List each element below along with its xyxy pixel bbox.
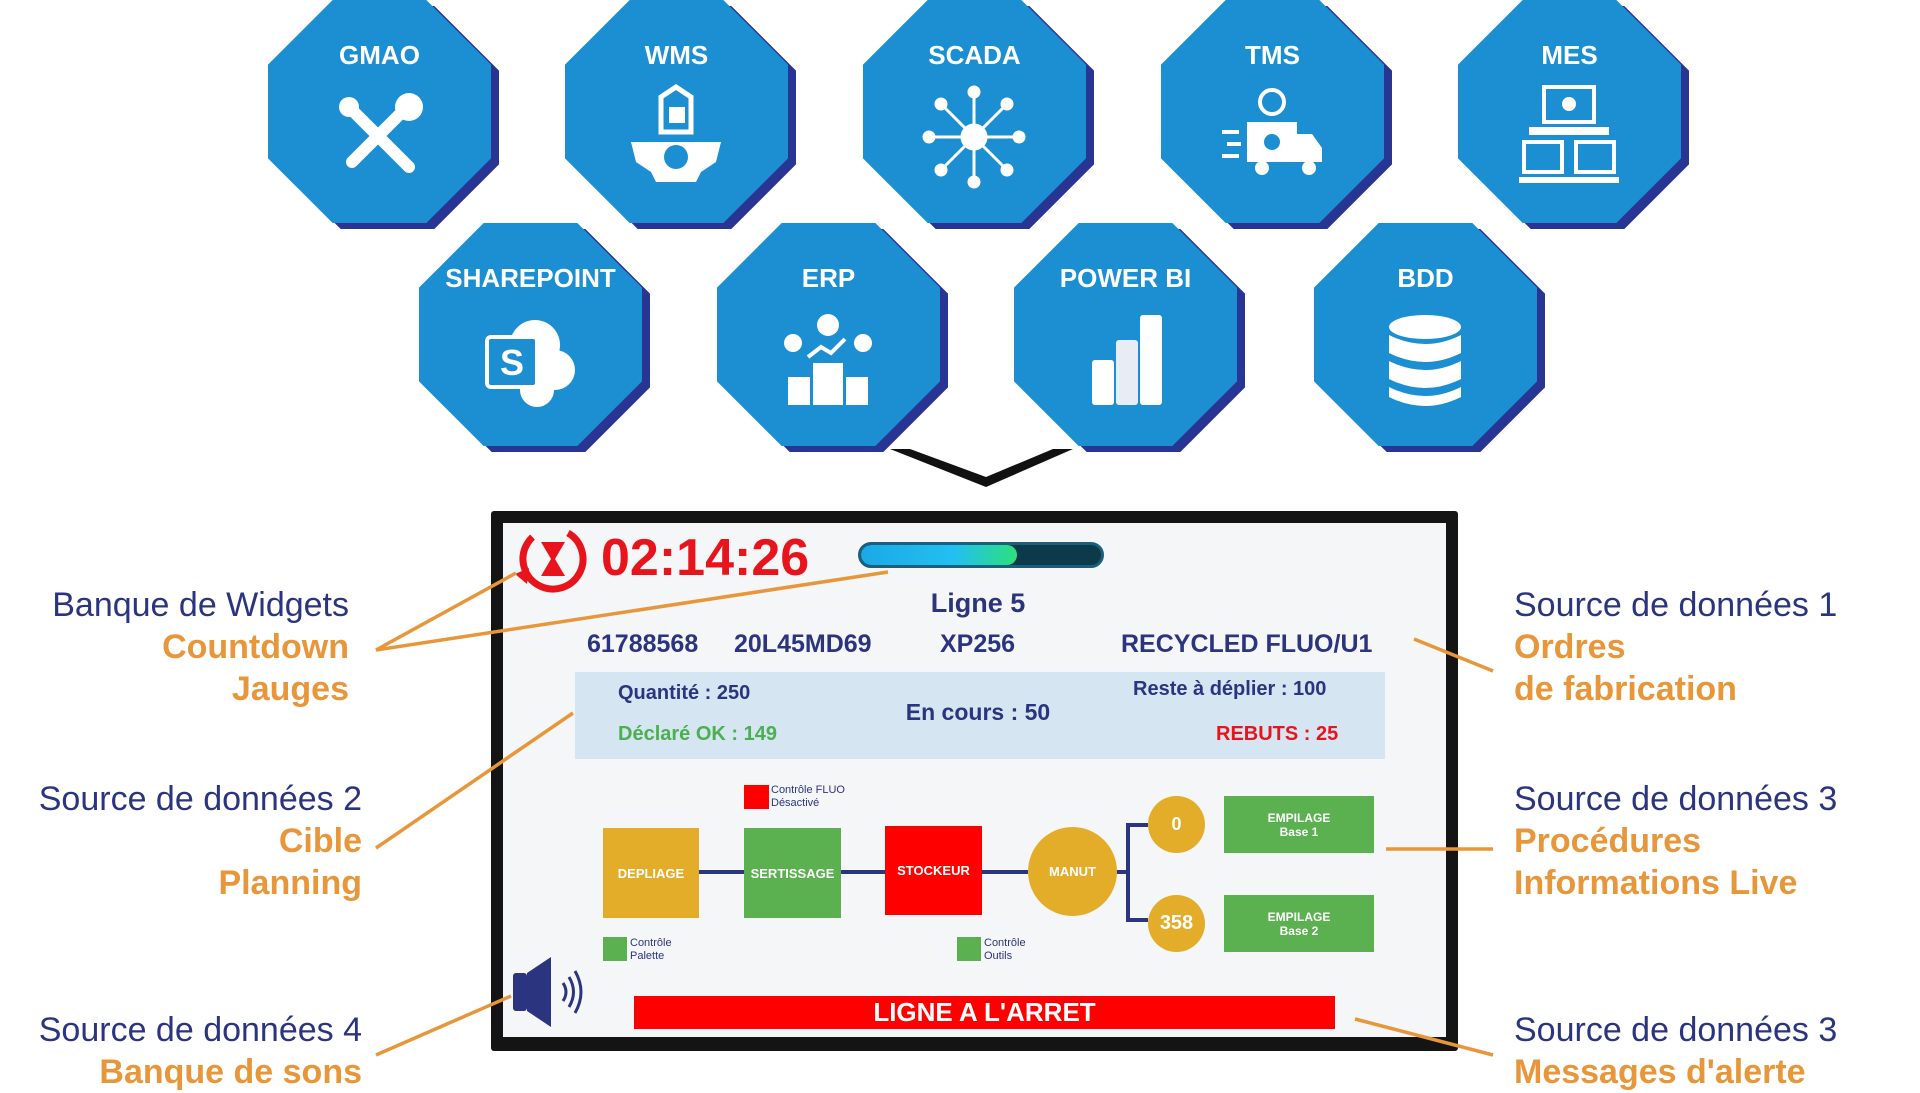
system-scada: SCADA	[863, 0, 1094, 229]
system-label: GMAO	[339, 40, 420, 70]
svg-text:S: S	[500, 342, 524, 383]
product-code: XP256	[940, 630, 1016, 658]
fluo-control-indicator	[744, 785, 769, 809]
batch-code: 20L45MD69	[734, 630, 872, 658]
octagon	[1458, 0, 1681, 223]
tools-icon	[339, 93, 423, 173]
factory-icon	[1519, 85, 1619, 183]
octagon	[1014, 223, 1237, 446]
system-wms: WMS	[565, 0, 796, 229]
system-powerbi: POWER BI	[1014, 223, 1245, 452]
truck-icon	[1222, 88, 1322, 175]
network-icon	[922, 85, 1026, 189]
system-bdd: BDD	[1314, 223, 1545, 452]
progress-gauge-fill	[861, 545, 1017, 565]
in-progress: En cours : 50	[905, 699, 1051, 725]
station-manut[interactable]: MANUT	[1028, 827, 1117, 916]
material-name: RECYCLED FLUO/U1	[1121, 630, 1373, 658]
scrap-count: REBUTS : 25	[1216, 723, 1339, 745]
system-erp: ERP	[717, 223, 948, 452]
octagon	[1161, 0, 1384, 223]
system-sharepoint: SHAREPOINT S	[419, 223, 650, 452]
remaining: Reste à déplier : 100	[1133, 678, 1327, 700]
system-mes: MES	[1458, 0, 1689, 229]
system-label: TMS	[1245, 40, 1300, 70]
speaker-icon[interactable]	[511, 955, 596, 1030]
quantity: Quantité : 250	[618, 682, 751, 704]
alert-banner: LIGNE A L'ARRET	[634, 996, 1335, 1029]
system-label: POWER BI	[1059, 263, 1192, 293]
system-label: WMS	[644, 40, 709, 70]
warehouse-gear-icon	[631, 83, 721, 182]
system-tms: TMS	[1161, 0, 1392, 229]
powerbi-icon	[1092, 315, 1162, 405]
declared-ok: Déclaré OK : 149	[618, 723, 777, 745]
sharepoint-icon: S	[485, 320, 575, 407]
countdown-value: 02:14:26	[601, 529, 810, 587]
station-stockeur[interactable]: STOCKEUR	[885, 826, 982, 915]
production-stats-panel	[575, 672, 1385, 759]
station-sertissage[interactable]: SERTISSAGE	[744, 828, 841, 918]
system-gmao: GMAO	[268, 0, 499, 229]
system-label: MES	[1541, 40, 1598, 70]
system-label: BDD	[1397, 263, 1454, 293]
system-label: SCADA	[928, 40, 1021, 70]
tools-control-indicator	[957, 937, 981, 961]
order-number: 61788568	[587, 630, 699, 658]
octagon	[268, 0, 491, 223]
counter-base-2: 358	[1148, 895, 1205, 952]
counter-base-1: 0	[1148, 796, 1205, 853]
chevron-down-icon	[890, 449, 1073, 487]
palette-control-indicator	[603, 937, 627, 961]
station-depliage[interactable]: DEPLIAGE	[603, 828, 699, 918]
database-icon	[1389, 315, 1461, 406]
system-label: SHAREPOINT	[445, 263, 616, 293]
progress-gauge	[858, 542, 1104, 568]
system-label: ERP	[801, 263, 856, 293]
line-name: Ligne 5	[930, 588, 1026, 618]
countdown-timer-icon	[515, 525, 587, 593]
erp-icon	[784, 314, 872, 405]
